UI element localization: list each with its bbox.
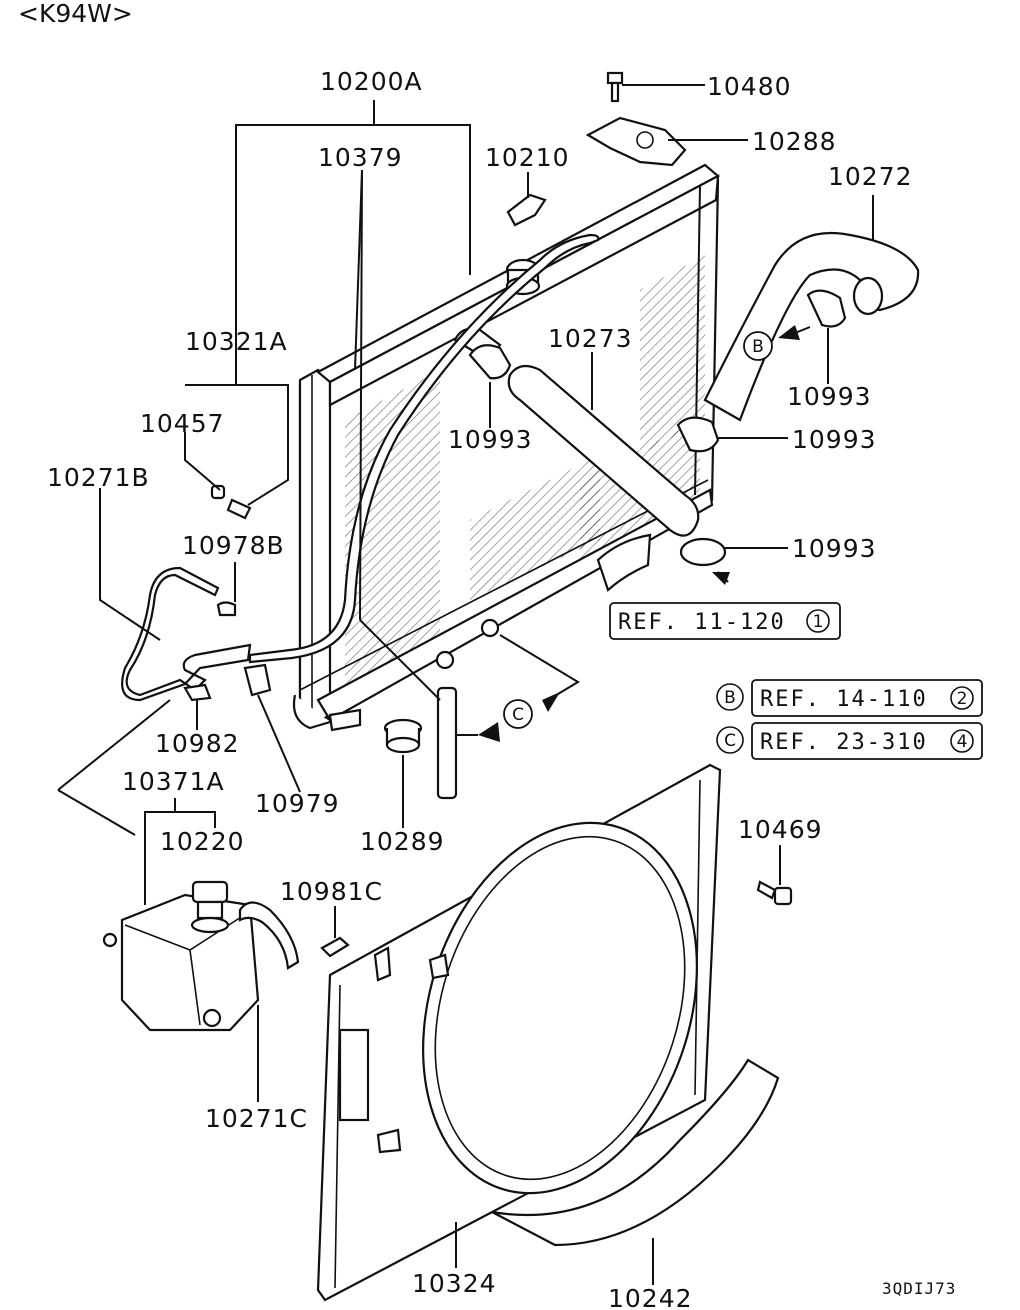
svg-text:4: 4 xyxy=(957,732,968,752)
hose-clamp-group xyxy=(468,289,847,567)
label-10993-a: 10993 xyxy=(448,425,533,454)
svg-text:1: 1 xyxy=(813,612,824,632)
svg-text:C: C xyxy=(512,705,524,725)
label-10993-c: 10993 xyxy=(792,425,877,454)
label-10480: 10480 xyxy=(707,72,792,101)
label-10371A: 10371A xyxy=(122,767,225,796)
reservoir-hose-10271C xyxy=(238,901,300,970)
bolt-10480 xyxy=(606,71,624,103)
svg-text:C: C xyxy=(724,731,736,751)
reference-box-1: REF. 11-120 1 xyxy=(609,602,841,640)
reservoir-tank-10371A xyxy=(102,893,260,1032)
direction-arrows xyxy=(478,325,811,742)
grommet-10289 xyxy=(383,718,423,754)
label-10321A: 10321A xyxy=(185,327,288,356)
svg-text:REF. 23-310: REF. 23-310 xyxy=(760,730,928,755)
svg-text:2: 2 xyxy=(957,689,968,709)
label-10273: 10273 xyxy=(548,324,633,353)
reference-box-3: C REF. 23-310 4 xyxy=(716,722,983,760)
label-10979: 10979 xyxy=(255,789,340,818)
reservoir-hose-10271B xyxy=(121,566,252,702)
label-10200A: 10200A xyxy=(320,67,423,96)
label-10271B: 10271B xyxy=(47,463,150,492)
label-10978B: 10978B xyxy=(182,531,285,560)
leader-lines xyxy=(57,84,874,1285)
label-10324: 10324 xyxy=(412,1269,497,1298)
svg-text:REF. 14-110: REF. 14-110 xyxy=(760,687,928,712)
label-10272: 10272 xyxy=(828,162,913,191)
label-10220: 10220 xyxy=(160,827,245,856)
overflow-hose-10379 xyxy=(248,233,600,664)
label-10981C: 10981C xyxy=(280,877,383,906)
svg-text:REF. 11-120: REF. 11-120 xyxy=(618,610,786,635)
reference-box-2: B REF. 14-110 2 xyxy=(716,679,983,717)
label-10289: 10289 xyxy=(360,827,445,856)
label-10982: 10982 xyxy=(155,729,240,758)
label-10271C: 10271C xyxy=(205,1104,308,1133)
label-10457: 10457 xyxy=(140,409,225,438)
label-10210: 10210 xyxy=(485,143,570,172)
callout-b: B xyxy=(743,331,773,361)
drain-hose xyxy=(436,686,458,800)
diagram-code: 3QDIJ73 xyxy=(882,1279,956,1298)
part-labels: 10200A 10480 10379 10210 10288 10272 103… xyxy=(47,67,913,1310)
label-10993-d: 10993 xyxy=(792,534,877,563)
lower-shroud-10242 xyxy=(491,1058,780,1247)
label-10288: 10288 xyxy=(752,127,837,156)
svg-text:B: B xyxy=(752,337,764,357)
radiator-cap-cover xyxy=(506,193,547,227)
reservoir-cap-10220 xyxy=(190,880,230,934)
radiator-core xyxy=(292,163,720,732)
label-10242: 10242 xyxy=(608,1284,693,1310)
lower-hose-10273 xyxy=(507,364,700,537)
label-10993-b: 10993 xyxy=(787,382,872,411)
label-10469: 10469 xyxy=(738,815,823,844)
label-10379: 10379 xyxy=(318,143,403,172)
model-code: <K94W> xyxy=(18,0,133,28)
callout-c: C xyxy=(503,699,533,729)
fan-shroud-10324 xyxy=(316,763,722,1302)
svg-text:B: B xyxy=(724,688,736,708)
bolt-10469 xyxy=(756,880,793,906)
